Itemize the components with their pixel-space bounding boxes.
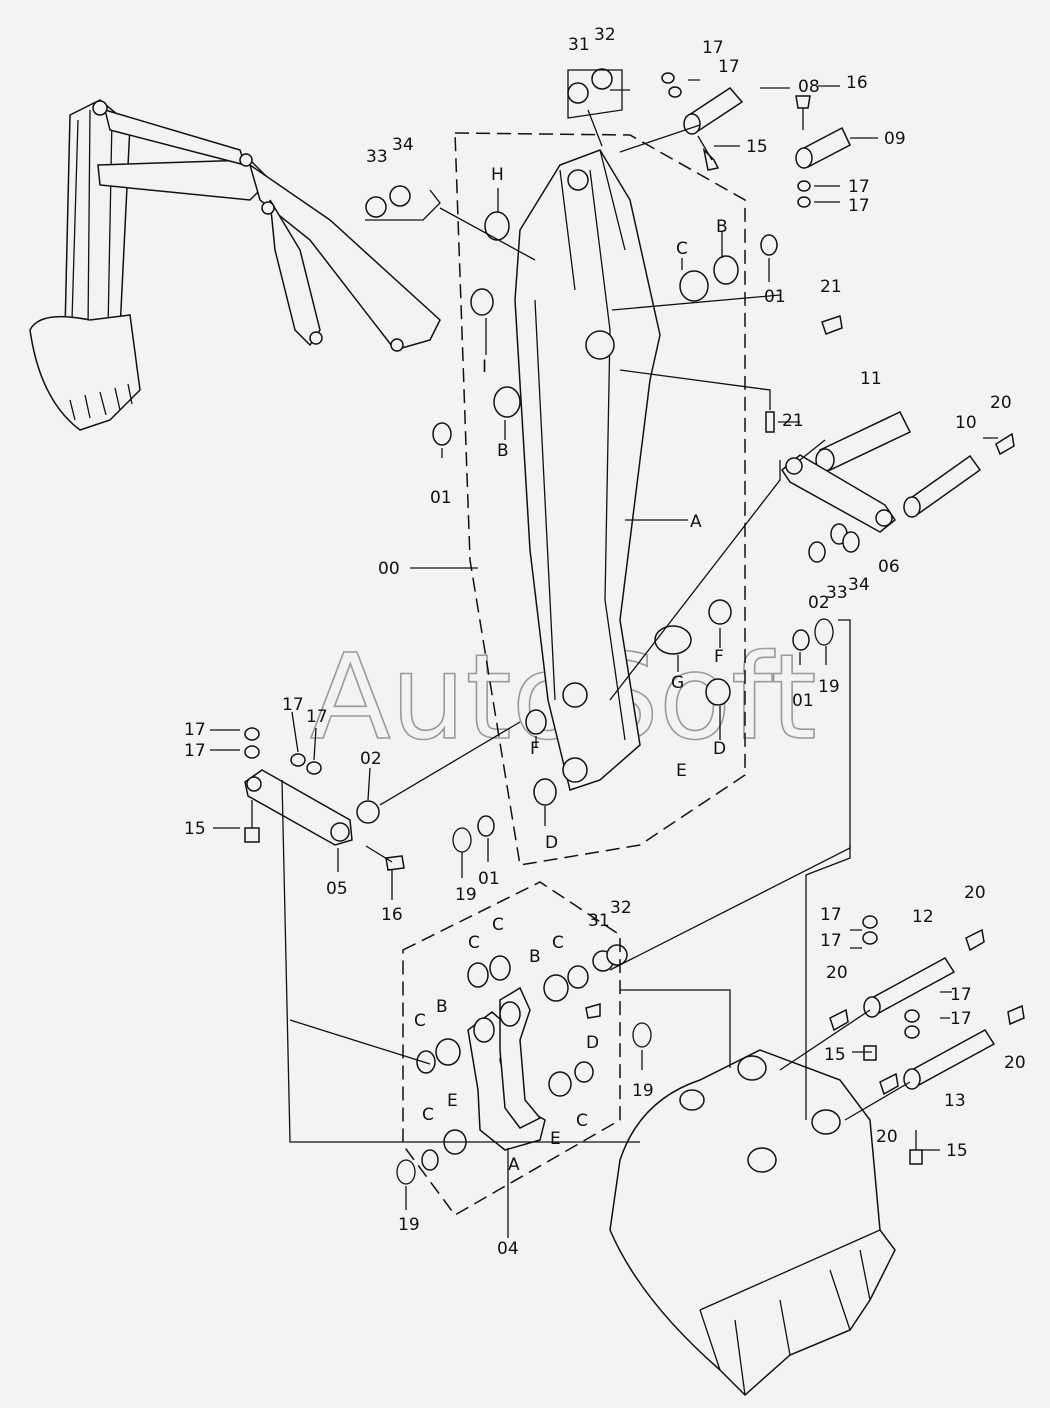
label-17: 17 [184, 720, 206, 740]
leader-lines [210, 79, 998, 1238]
label-16: 16 [846, 73, 868, 93]
label-21: 21 [782, 411, 804, 431]
label-32: 32 [610, 898, 632, 918]
label-C: C [422, 1105, 434, 1125]
label-20: 20 [1004, 1053, 1026, 1073]
label-08: 08 [798, 77, 820, 97]
label-C: C [676, 239, 688, 259]
label-D: D [545, 833, 558, 853]
label-20: 20 [876, 1127, 898, 1147]
label-17: 17 [950, 1009, 972, 1029]
side-link-hole-top [785, 457, 803, 475]
label-17: 17 [702, 38, 724, 58]
link-assembly [396, 955, 652, 1185]
link-05-hole-left [246, 776, 262, 792]
label-H: H [491, 165, 504, 185]
label-05: 05 [326, 879, 348, 899]
label-C: C [468, 933, 480, 953]
label-13: 13 [944, 1091, 966, 1111]
label-17: 17 [848, 196, 870, 216]
label-15: 15 [746, 137, 768, 157]
bucket [609, 1049, 896, 1397]
label-02: 02 [360, 749, 382, 769]
side-link-hole-bottom [875, 509, 893, 527]
label-B: B [529, 947, 541, 967]
label-20: 20 [964, 883, 986, 903]
excavator-inset-drawing [29, 99, 441, 431]
label-00: 00 [378, 559, 400, 579]
label-33: 33 [826, 583, 848, 603]
label-D: D [713, 739, 726, 759]
label-C: C [576, 1111, 588, 1131]
link-05-hole-right [330, 822, 350, 842]
label-01: 01 [430, 488, 452, 508]
label-31: 31 [588, 911, 610, 931]
label-10: 10 [955, 413, 977, 433]
label-G: G [671, 673, 684, 693]
label-11: 11 [860, 369, 882, 389]
label-B: B [497, 441, 509, 461]
label-C: C [552, 933, 564, 953]
label-01: 01 [764, 287, 786, 307]
label-E: E [447, 1091, 458, 1111]
label-F: F [530, 739, 540, 759]
label-34: 34 [392, 135, 414, 155]
arm-body [514, 149, 661, 791]
label-01: 01 [478, 869, 500, 889]
link-05 [244, 769, 353, 846]
label-E: E [550, 1129, 561, 1149]
label-21: 21 [820, 277, 842, 297]
label-31: 31 [568, 35, 590, 55]
label-B: B [716, 217, 728, 237]
label-02: 02 [808, 593, 830, 613]
label-32: 32 [594, 25, 616, 45]
label-19: 19 [632, 1081, 654, 1101]
label-17: 17 [282, 695, 304, 715]
shims [365, 68, 860, 972]
label-01: 01 [792, 691, 814, 711]
pins [683, 87, 996, 1090]
label-I: I [482, 357, 487, 377]
label-19: 19 [455, 885, 477, 905]
label-C: C [414, 1011, 426, 1031]
label-20: 20 [826, 963, 848, 983]
label-E: E [676, 761, 687, 781]
label-C: C [492, 915, 504, 935]
link-assembly-outline [402, 881, 621, 1216]
label-D: D [586, 1033, 599, 1053]
label-17: 17 [306, 707, 328, 727]
label-A: A [690, 512, 702, 532]
label-17: 17 [820, 931, 842, 951]
label-15: 15 [946, 1141, 968, 1161]
label-04: 04 [497, 1239, 519, 1259]
label-15: 15 [824, 1045, 846, 1065]
side-link [781, 454, 897, 533]
label-F: F [714, 647, 724, 667]
label-15: 15 [184, 819, 206, 839]
label-34: 34 [848, 575, 870, 595]
label-B: B [436, 997, 448, 1017]
label-20: 20 [990, 393, 1012, 413]
arm-assembly-outline [454, 132, 746, 866]
label-17: 17 [848, 177, 870, 197]
label-19: 19 [398, 1215, 420, 1235]
label-A: A [508, 1155, 520, 1175]
label-17: 17 [950, 985, 972, 1005]
part-labels: 31 32 17 17 08 16 15 09 17 17 33 34 H B … [184, 25, 1026, 1259]
label-17: 17 [184, 741, 206, 761]
label-17: 17 [820, 905, 842, 925]
label-16: 16 [381, 905, 403, 925]
label-06: 06 [878, 557, 900, 577]
label-19: 19 [818, 677, 840, 697]
label-12: 12 [912, 907, 934, 927]
label-17: 17 [718, 57, 740, 77]
label-33: 33 [366, 147, 388, 167]
label-09: 09 [884, 129, 906, 149]
fasteners [244, 72, 1025, 1165]
